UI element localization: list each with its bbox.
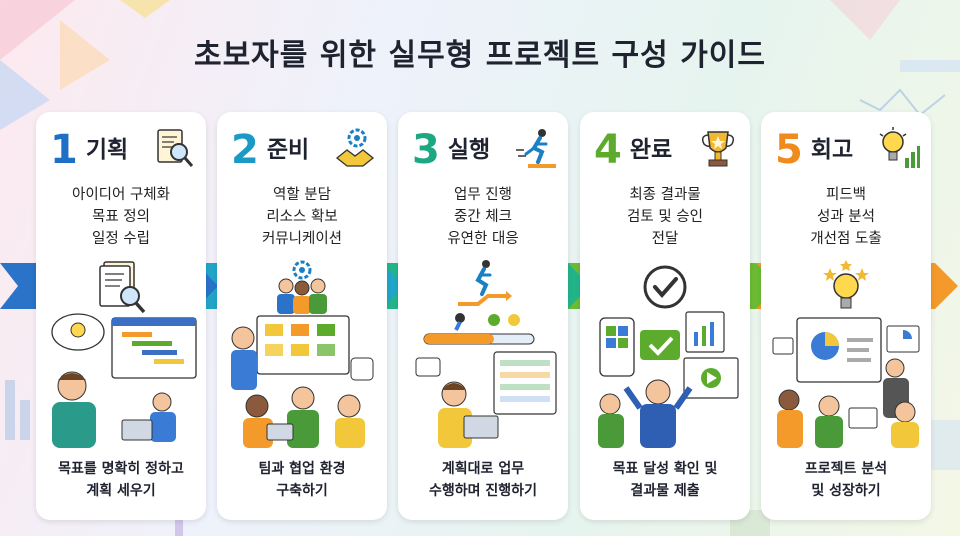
step-items: 최종 결과물 검토 및 승인 전달 (580, 184, 750, 250)
step-name: 준비 (266, 137, 310, 163)
step-caption: 목표를 명확히 정하고 계획 세우기 (36, 458, 206, 502)
step-item: 검토 및 승인 (627, 209, 703, 225)
step-item: 커뮤니케이션 (261, 231, 343, 247)
step-item: 개선점 도출 (810, 231, 882, 247)
caption-line: 목표 달성 확인 및 (612, 461, 718, 477)
lightbulb-stars-icon (823, 260, 869, 309)
caption-line: 결과물 제출 (630, 483, 700, 499)
execution-illustration (415, 313, 557, 448)
team-gear-icon (277, 260, 327, 314)
page-title: 초보자를 위한 실무형 프로젝트 구성 가이드 (193, 38, 767, 73)
step-item: 중간 체크 (454, 209, 512, 225)
step-item: 최종 결과물 (629, 187, 701, 203)
document-search-icon (99, 261, 146, 314)
step-card-planning: 1 기획 아이디어 구체화 목표 정의 일정 수립 (36, 112, 206, 520)
step-caption: 목표 달성 확인 및 결과물 제출 (580, 458, 750, 502)
step-name: 회고 (810, 137, 854, 163)
step-number: 3 (412, 127, 440, 173)
completion-illustration (598, 311, 739, 448)
step-item: 피드백 (825, 187, 867, 203)
step-item: 일정 수립 (92, 231, 150, 247)
step-card-retrospective: 5 회고 피드백 성과 분석 개선점 도출 (761, 112, 931, 520)
running-path-icon (458, 260, 512, 306)
trophy-icon (701, 131, 735, 167)
step-name: 기획 (85, 137, 129, 163)
planning-illustration (51, 313, 197, 448)
step-item: 리소스 확보 (266, 209, 338, 225)
handshake-gear-icon (335, 128, 375, 167)
step-name: 완료 (629, 137, 673, 163)
caption-line: 계획 세우기 (86, 483, 156, 499)
step-caption: 프로젝트 분석 및 성장하기 (761, 458, 931, 502)
lightbulb-chart-icon (879, 127, 920, 168)
step-items: 업무 진행 중간 체크 유연한 대응 (398, 184, 568, 250)
step-card-completion: 4 완료 최종 결과물 검토 및 승인 전달 (580, 112, 750, 520)
step-item: 역할 분담 (273, 187, 331, 203)
step-number: 1 (50, 127, 78, 173)
caption-line: 구축하기 (276, 483, 328, 499)
preparation-illustration (231, 315, 374, 448)
step-items: 피드백 성과 분석 개선점 도출 (761, 184, 931, 250)
step-caption: 계획대로 업무 수행하며 진행하기 (398, 458, 568, 502)
check-circle-icon (643, 265, 687, 309)
step-item: 업무 진행 (454, 187, 512, 203)
retrospective-illustration (772, 317, 920, 448)
step-items: 역할 분담 리소스 확보 커뮤니케이션 (217, 184, 387, 250)
step-item: 성과 분석 (817, 209, 875, 225)
caption-line: 수행하며 진행하기 (429, 483, 537, 499)
magnifier-document-icon (157, 129, 194, 167)
step-item: 전달 (651, 231, 679, 247)
caption-line: 계획대로 업무 (441, 461, 525, 477)
caption-line: 프로젝트 분석 (804, 461, 888, 477)
step-items: 아이디어 구체화 목표 정의 일정 수립 (36, 184, 206, 250)
step-card-preparation: 2 준비 역할 분담 리소스 확보 커뮤니케이션 (217, 112, 387, 520)
step-number: 5 (775, 127, 803, 173)
step-item: 아이디어 구체화 (72, 187, 170, 203)
step-caption: 팀과 협업 환경 구축하기 (217, 458, 387, 502)
step-item: 유연한 대응 (447, 231, 519, 247)
step-card-execution: 3 실행 업무 진행 중간 체크 유연한 대응 (398, 112, 568, 520)
caption-line: 팀과 협업 환경 (258, 461, 346, 477)
caption-line: 목표를 명확히 정하고 (58, 461, 184, 477)
caption-line: 및 성장하기 (811, 483, 881, 499)
step-name: 실행 (447, 137, 491, 163)
step-number: 4 (594, 127, 622, 173)
step-item: 목표 정의 (92, 209, 150, 225)
running-person-icon (516, 129, 556, 168)
step-number: 2 (231, 127, 259, 173)
